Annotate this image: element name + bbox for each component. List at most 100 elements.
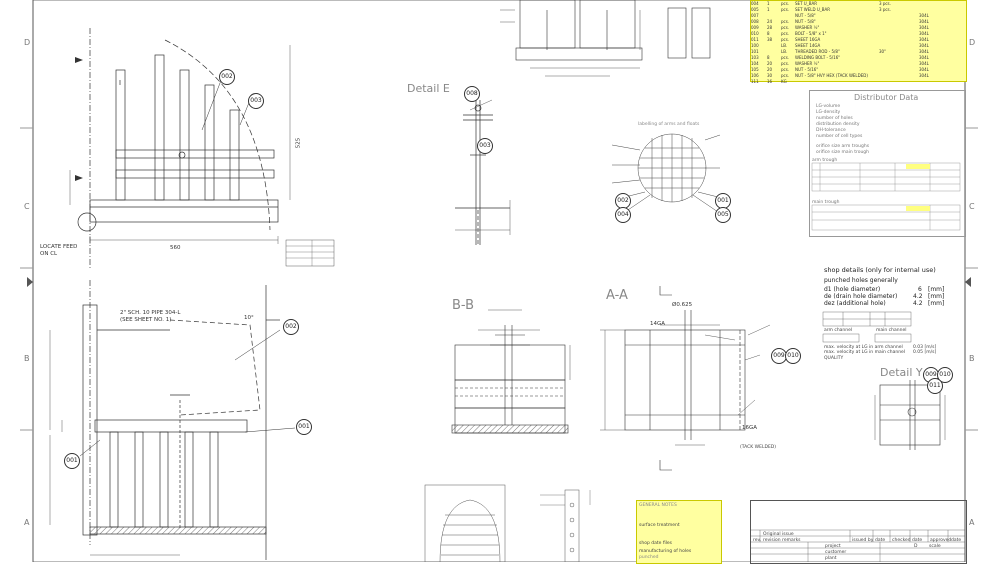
bom-cell-item: 101 xyxy=(751,49,759,54)
shop-details-sub: punched holes generally xyxy=(824,277,898,284)
bom-cell-qty: 28 xyxy=(767,25,773,30)
bom-cell-qty: 1 xyxy=(767,7,770,12)
bom-cell-unit: LB. xyxy=(781,49,788,54)
border-row-a-right: A xyxy=(969,518,975,527)
border-row-b-right: B xyxy=(969,354,975,363)
bom-cell-mat: 304L xyxy=(919,13,929,18)
dist-line-holes: number of holes xyxy=(816,116,853,121)
shop-item-d1-value: 6 xyxy=(918,286,922,293)
bom-cell-mat: 304L xyxy=(919,67,929,72)
bom-cell-mat: 304L xyxy=(919,55,929,60)
dim-560: 560 xyxy=(170,245,181,251)
bom-cell-mat: 304L xyxy=(919,31,929,36)
bom-row: 100 LB. SHEET 14GA 304L xyxy=(751,43,966,49)
border-row-c-right: C xyxy=(969,202,975,211)
shop-quality: QUALITY xyxy=(824,356,844,361)
bom-cell-item: 005 xyxy=(751,7,759,12)
general-notes-title: GENERAL NOTES xyxy=(639,503,677,508)
dist-line-tolerance: DH-tolerance xyxy=(816,128,846,133)
general-notes-panel: GENERAL NOTES surface treatment shop dat… xyxy=(636,500,722,564)
bom-cell-qty2 xyxy=(879,79,919,85)
bom-cell-unit: pcs. xyxy=(781,67,790,72)
on-cl-note: ON CL xyxy=(40,251,58,257)
border-row-d-left: D xyxy=(24,38,31,47)
bom-cell-item: 007 xyxy=(751,13,759,18)
distributor-title: Distributor Data xyxy=(854,93,919,102)
bom-cell-qty: 8 xyxy=(767,55,770,60)
bom-cell-mat: 304L xyxy=(919,43,929,48)
balloon-001-circle: 001 xyxy=(715,193,731,209)
balloon-004-circle: 004 xyxy=(615,207,631,223)
bom-cell-unit: LB. xyxy=(781,43,788,48)
balloon-002-bottom: 002 xyxy=(283,319,299,335)
general-notes-manufacturing: manufacturing of holes xyxy=(639,549,692,554)
shop-item-dez-value: 4.2 xyxy=(913,300,923,307)
shop-item-de-unit: [mm] xyxy=(928,293,945,300)
bom-cell-desc xyxy=(795,79,879,85)
dist-line-cell-types: number of cell types xyxy=(816,134,863,139)
bom-cell-desc: NUT - 5/8" xyxy=(795,13,816,18)
bom-cell-item: 104 xyxy=(751,61,759,66)
bom-cell-qty2: 3 pcs. xyxy=(879,1,891,6)
bom-cell-qty: 30 xyxy=(767,73,773,78)
border-row-a-left: A xyxy=(24,518,30,527)
title-block-revision-remarks: revision remarks xyxy=(763,538,801,543)
see-sheet-note: (SEE SHEET NO. 1) xyxy=(120,317,172,323)
bom-cell-qty: 38 xyxy=(767,37,773,42)
shop-velocity-main: max. velocity at LG in main channel xyxy=(824,350,906,355)
title-block-date: date xyxy=(875,538,886,543)
border-row-c-left: C xyxy=(24,202,30,211)
shop-velocity-main-value: 0.05 [m/s] xyxy=(913,350,937,355)
bom-cell-desc: SHEET 14GA xyxy=(795,43,821,48)
title-block-project: project xyxy=(825,544,841,549)
balloon-001-left: 001 xyxy=(64,453,80,469)
dim-angle: 10° xyxy=(244,315,254,321)
bom-cell-desc: NUT - 5/8" xyxy=(795,19,816,24)
bom-cell-desc: SET WELD U_BAR xyxy=(795,7,831,12)
shop-item-d1-label: d1 (hole diameter) xyxy=(824,286,881,293)
dist-line-orifice-arm: orifice size arm troughs xyxy=(816,144,870,149)
gauge-14-label: 14GA xyxy=(650,321,666,327)
bom-cell-desc: WELDING BOLT - 5/16" xyxy=(795,55,841,60)
title-block: Original issue rev. revision remarks iss… xyxy=(750,500,967,564)
phi-625-label: Ø0.625 xyxy=(672,302,693,308)
bom-cell-qty2: 30" xyxy=(879,49,886,54)
bom-cell-unit: pcs. xyxy=(781,19,790,24)
bom-cell-item: 100 xyxy=(751,43,759,48)
bom-cell-unit: KG xyxy=(781,79,787,84)
bom-cell-qty: 8 xyxy=(767,31,770,36)
shop-item-de-label: de (drain hole diameter) xyxy=(824,293,898,300)
balloon-010-detail-y: 010 xyxy=(937,367,953,383)
bom-cell-unit: pcs. xyxy=(781,37,790,42)
balloon-010: 010 xyxy=(785,348,801,364)
bom-cell-item: 111 xyxy=(751,79,759,84)
balloon-011-detail-y: 011 xyxy=(927,378,943,394)
dist-line-density: distribution density xyxy=(816,122,860,127)
balloon-003-detail-e: 003 xyxy=(477,138,493,154)
dist-line-orifice-main: orifice size main trough xyxy=(816,150,870,155)
bom-cell-desc: SHEET 16GA xyxy=(795,37,821,42)
bom-cell-unit: pcs. xyxy=(781,7,790,12)
border-row-d-right: D xyxy=(969,38,976,47)
bom-cell-qty: 16 xyxy=(767,79,773,84)
general-notes-surface: surface treatment xyxy=(639,523,680,528)
title-block-date-2: date xyxy=(912,538,923,543)
bom-cell-mat: 304L xyxy=(919,49,929,54)
bom-cell-qty: 20 xyxy=(767,61,773,66)
shop-arm-channel: arm channel xyxy=(824,328,853,333)
bom-cell-desc: SET U_BAR xyxy=(795,1,817,6)
title-block-sheet-ref: D xyxy=(914,544,918,549)
dist-line-lg-density: LG-density xyxy=(816,110,841,115)
bom-cell-qty: 20 xyxy=(767,67,773,72)
bom-cell-mat: 304L xyxy=(919,73,929,78)
bom-cell-qty: 1 xyxy=(767,1,770,6)
bom-cell-unit: pcs. xyxy=(781,25,790,30)
distributor-data-panel: Distributor Data LG-volume LG-density nu… xyxy=(809,90,966,237)
title-block-issued-by: issued by xyxy=(852,538,874,543)
